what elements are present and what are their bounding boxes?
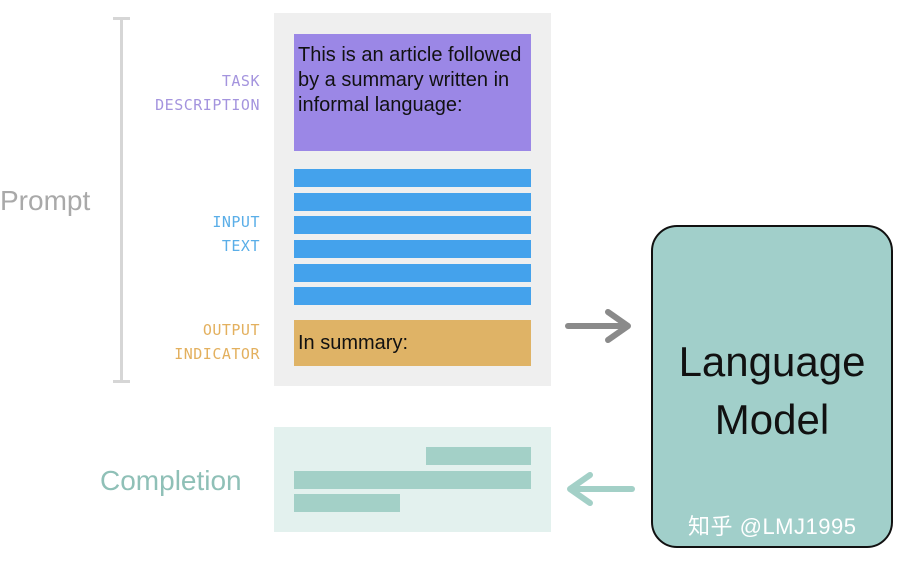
output-label-line-1: OUTPUT xyxy=(202,321,260,339)
prompt-bracket-top xyxy=(113,17,130,20)
input-label-line-2: TEXT xyxy=(221,237,260,255)
language-model-label: Language Model xyxy=(651,333,893,449)
output-indicator-box: In summary: xyxy=(294,320,531,366)
input-text-line xyxy=(294,240,531,258)
task-label-line-1: TASK xyxy=(221,72,260,90)
model-label-line-2: Model xyxy=(714,396,830,443)
input-text-line xyxy=(294,216,531,234)
completion-label: Completion xyxy=(100,465,242,496)
arrow-right-icon xyxy=(565,309,631,343)
output-indicator-label: OUTPUT INDICATOR xyxy=(174,318,260,366)
input-text-label: INPUT TEXT xyxy=(212,210,260,258)
input-text-line xyxy=(294,169,531,187)
completion-line xyxy=(294,471,531,489)
input-text-line xyxy=(294,193,531,211)
prompt-bracket xyxy=(120,18,123,382)
completion-line xyxy=(294,494,400,512)
task-description-box: This is an article followed by a summary… xyxy=(294,34,531,151)
input-label-line-1: INPUT xyxy=(212,213,260,231)
task-label-line-2: DESCRIPTION xyxy=(155,96,260,114)
prompt-bracket-bottom xyxy=(113,380,130,383)
watermark: 知乎 @LMJ1995 xyxy=(688,514,857,539)
input-text-line xyxy=(294,264,531,282)
output-label-line-2: INDICATOR xyxy=(174,345,260,363)
task-description-label: TASK DESCRIPTION xyxy=(155,69,260,117)
model-label-line-1: Language xyxy=(678,338,866,385)
input-text-line xyxy=(294,287,531,305)
completion-line xyxy=(426,447,531,465)
prompt-label: Prompt xyxy=(0,185,91,216)
arrow-left-icon xyxy=(567,472,635,506)
language-model-box xyxy=(651,225,893,548)
